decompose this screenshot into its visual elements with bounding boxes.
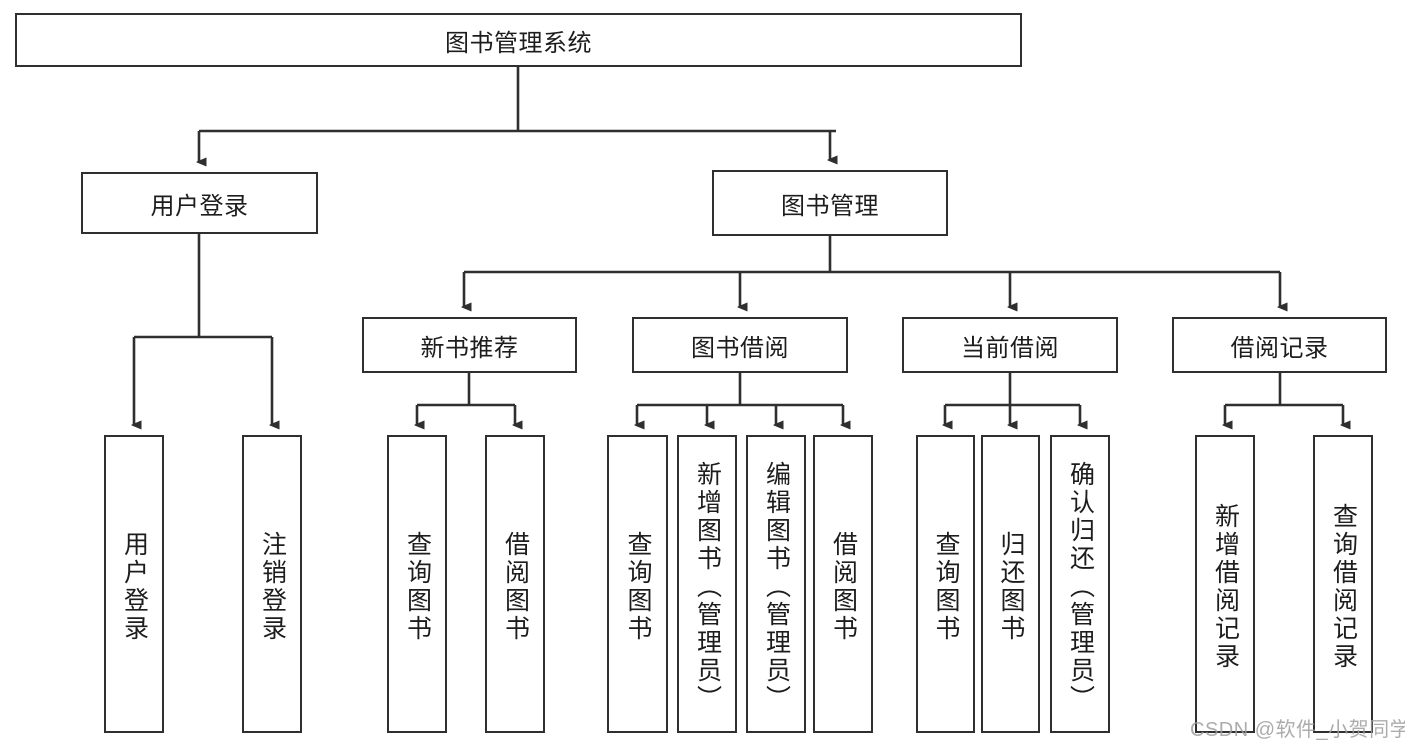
node-label: 图书管理: [781, 192, 879, 220]
node-user-login[interactable]: 用户登录: [81, 172, 318, 234]
node-label: 当前借阅: [961, 334, 1059, 362]
node-label: 归还图书: [997, 531, 1025, 643]
leaf-borrow-book[interactable]: 借阅图书: [813, 435, 873, 733]
leaf-user-logout[interactable]: 注销登录: [242, 435, 302, 733]
node-book-management[interactable]: 图书管理: [712, 170, 948, 236]
node-current-borrow[interactable]: 当前借阅: [902, 317, 1118, 373]
node-book-borrow[interactable]: 图书借阅: [632, 317, 848, 373]
csdn-watermark: CSDN @软件_小贺同学: [1190, 719, 1405, 741]
node-label: 查询图书: [403, 531, 432, 643]
node-label: 确认归还（管理员）: [1066, 461, 1095, 713]
node-new-book-recommend[interactable]: 新书推荐: [362, 317, 577, 373]
node-label: 查询图书: [932, 531, 960, 643]
node-label: 查询借阅记录: [1329, 503, 1358, 671]
node-label: 用户登录: [120, 531, 149, 643]
leaf-query-book-borrow[interactable]: 查询图书: [607, 435, 668, 733]
leaf-add-book-admin[interactable]: 新增图书（管理员）: [677, 435, 737, 733]
node-label: 新增图书（管理员）: [693, 461, 722, 713]
leaf-query-borrow-record[interactable]: 查询借阅记录: [1313, 435, 1373, 733]
node-label: 图书管理系统: [445, 29, 592, 57]
leaf-confirm-return-admin[interactable]: 确认归还（管理员）: [1050, 435, 1110, 733]
node-label: 图书借阅: [691, 334, 789, 362]
node-label: 新增借阅记录: [1211, 503, 1240, 671]
leaf-add-borrow-record[interactable]: 新增借阅记录: [1195, 435, 1255, 733]
leaf-query-book-recommend[interactable]: 查询图书: [387, 435, 447, 733]
node-label: 注销登录: [258, 531, 287, 643]
node-label: 查询图书: [624, 531, 652, 643]
node-borrow-record[interactable]: 借阅记录: [1172, 317, 1387, 373]
leaf-user-login[interactable]: 用户登录: [104, 435, 164, 733]
node-label: 借阅记录: [1230, 334, 1329, 362]
leaf-return-book[interactable]: 归还图书: [981, 435, 1040, 733]
node-label: 借阅图书: [501, 531, 530, 643]
node-label: 用户登录: [150, 192, 249, 220]
node-root[interactable]: 图书管理系统: [15, 13, 1022, 67]
node-label: 借阅图书: [829, 531, 858, 643]
leaf-edit-book-admin[interactable]: 编辑图书（管理员）: [746, 435, 806, 733]
node-label: 新书推荐: [420, 334, 519, 362]
leaf-borrow-book-recommend[interactable]: 借阅图书: [485, 435, 545, 733]
node-label: 编辑图书（管理员）: [762, 461, 791, 713]
leaf-query-book-current[interactable]: 查询图书: [916, 435, 975, 733]
